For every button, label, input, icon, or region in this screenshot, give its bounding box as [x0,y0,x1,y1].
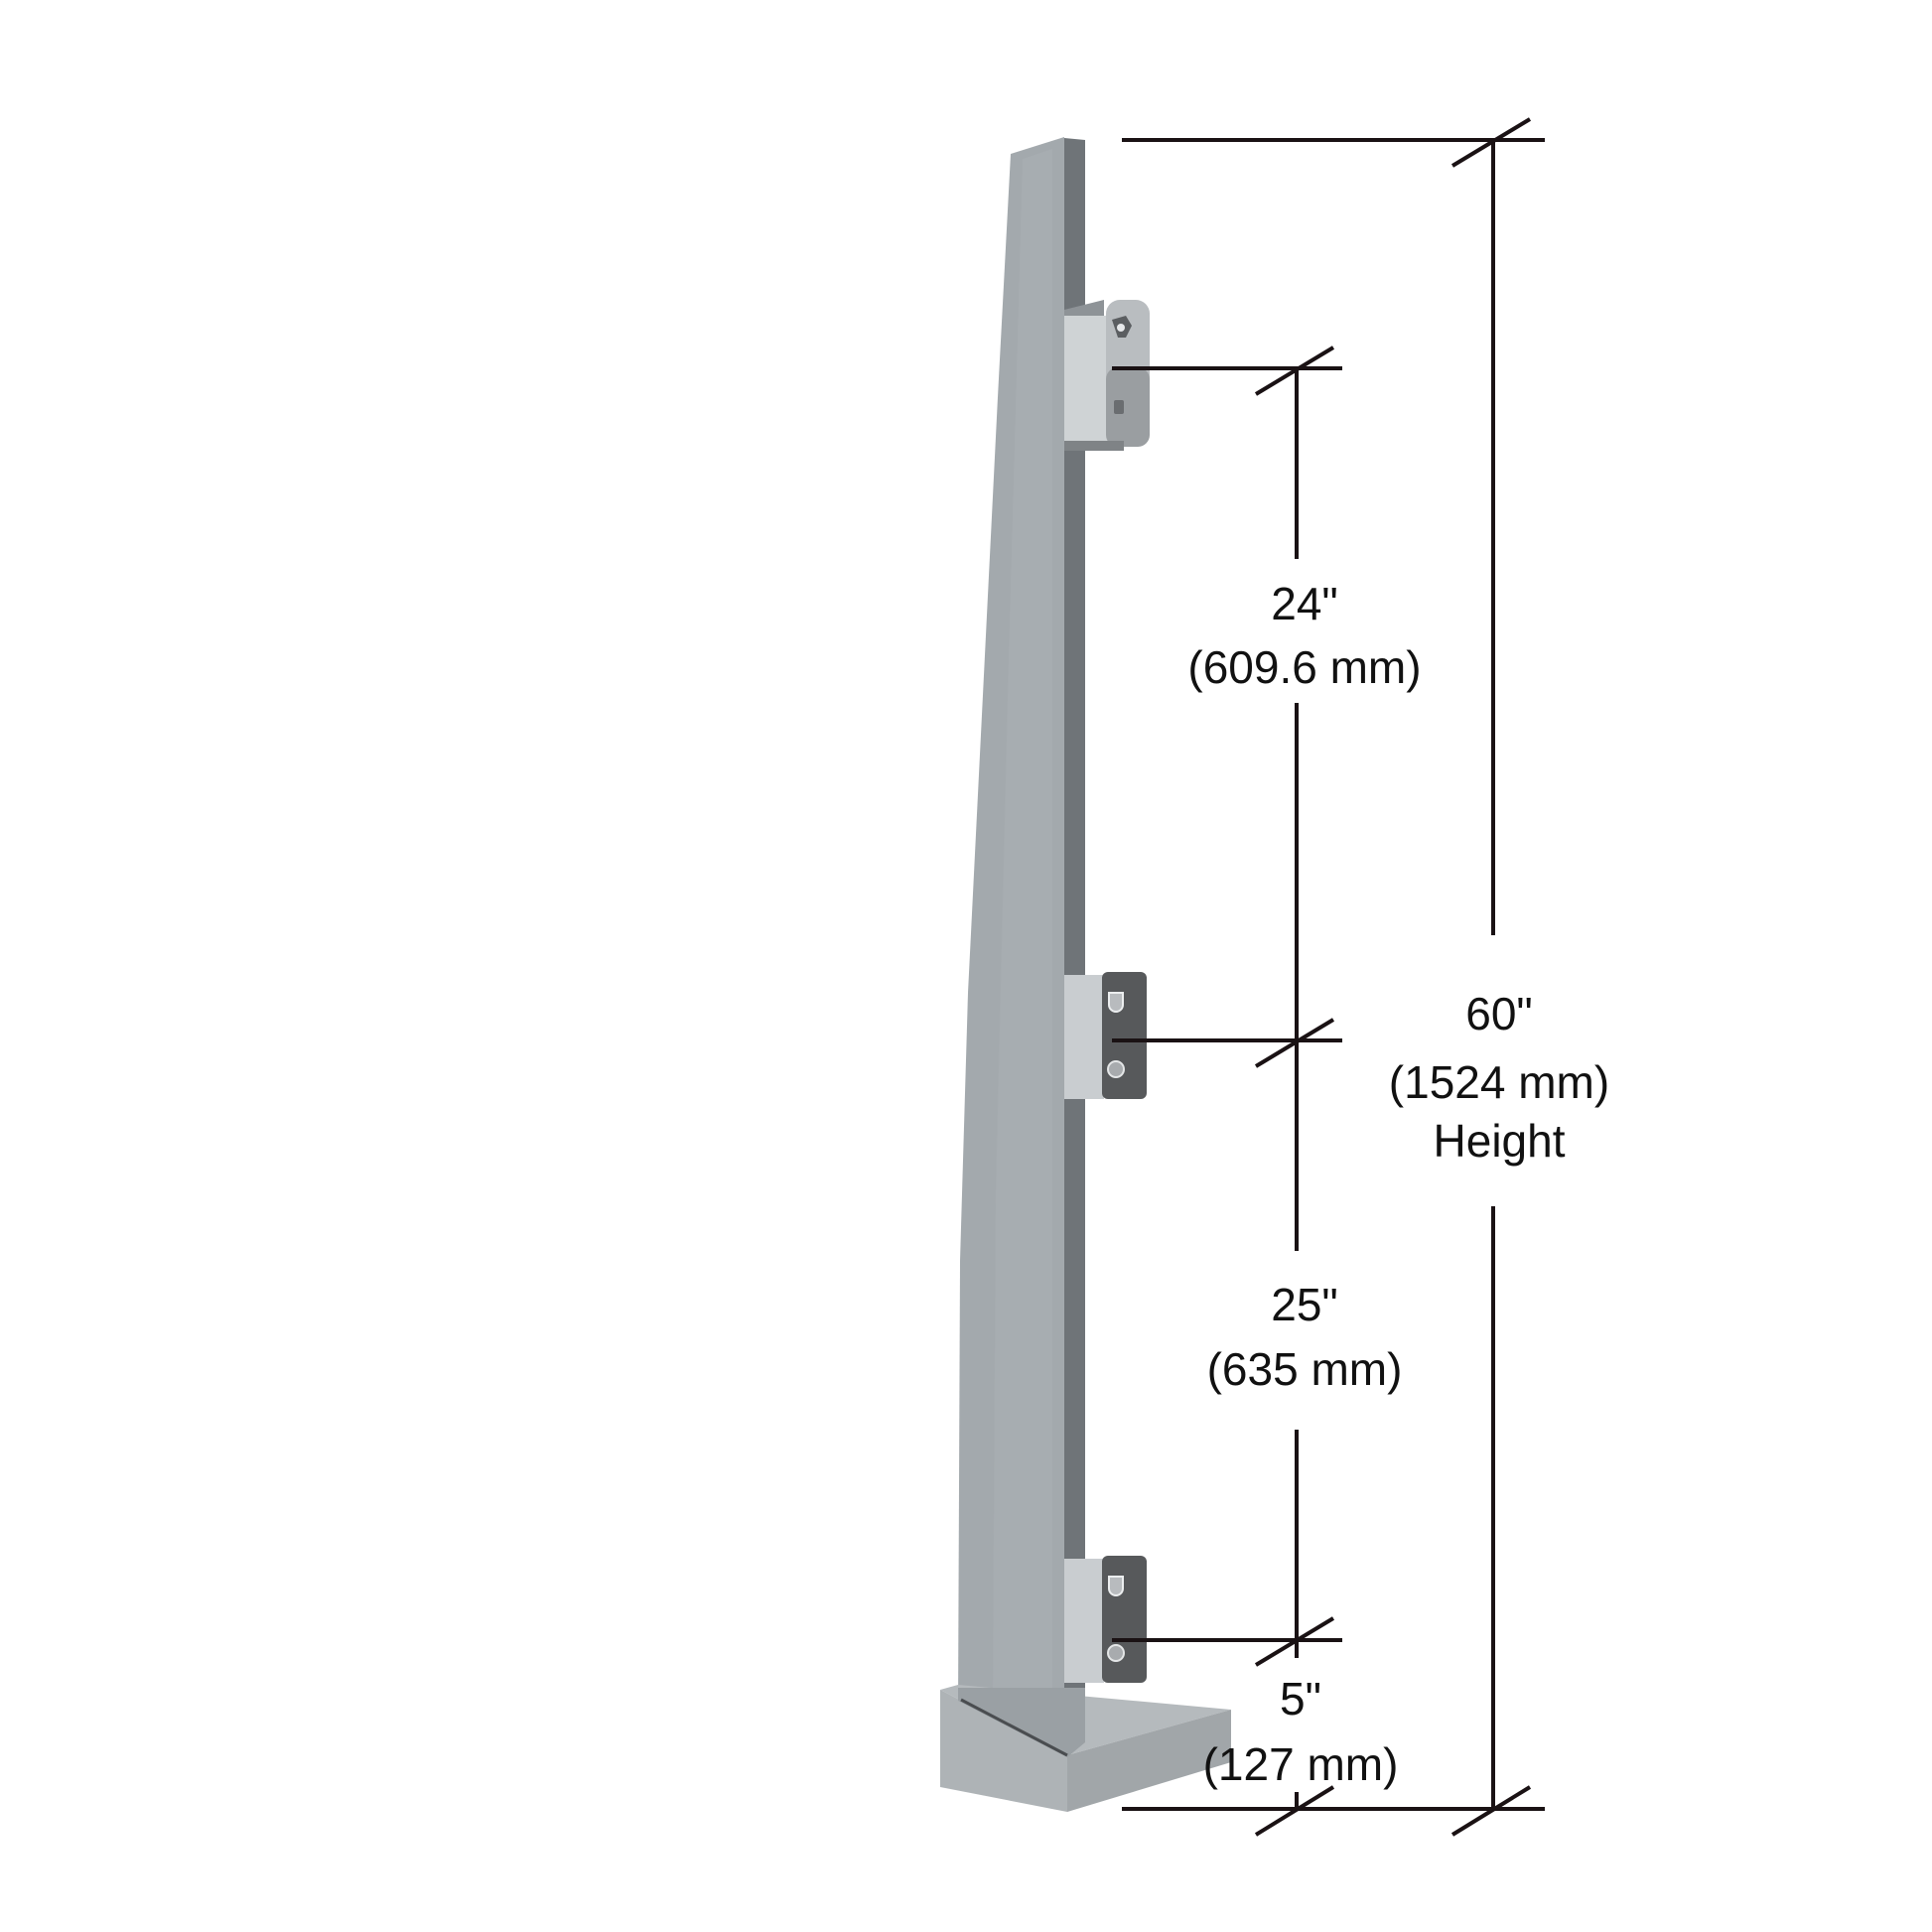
tick-mark-icon [1450,1785,1532,1837]
post-front-face [958,137,1064,1710]
screw-head-icon [1107,1060,1125,1078]
base-plate [940,1685,1231,1812]
top-bracket-side [1064,316,1108,443]
middle-spacing-imperial: 25" [1271,1279,1338,1330]
post-front-highlight [993,149,1052,1688]
overall-height-imperial: 60" [1465,988,1533,1039]
dimension-lines [1112,117,1545,1837]
overall-height-label: Height [1434,1115,1566,1167]
middle-spacing-metric: (635 mm) [1207,1343,1403,1395]
screw-hole-inner [1117,324,1125,332]
bottom-offset-metric: (127 mm) [1203,1738,1399,1790]
screw-slot-icon [1108,992,1124,1013]
middle-glass-clamp-bracket [1064,972,1147,1099]
top-spacing-metric: (609.6 mm) [1187,641,1421,693]
screw-hole-icon [1114,400,1124,414]
middle-bracket-face [1102,972,1147,1099]
tick-mark-icon [1254,345,1335,396]
base-plate-left-face [940,1690,1067,1812]
tick-mark-icon [1254,1018,1335,1068]
bottom-offset-imperial: 5" [1280,1673,1321,1725]
middle-bracket-side [1064,975,1104,1099]
screw-head-icon [1107,1644,1125,1662]
screw-slot-icon [1108,1576,1124,1596]
bottom-glass-clamp-bracket [1064,1556,1147,1683]
top-bracket-face-shade [1106,367,1150,447]
dimension-labels: 24" (609.6 mm) 25" (635 mm) 5" (127 mm) … [1187,578,1609,1790]
post-foot-shadow [960,1698,1068,1757]
tick-mark-icon [1450,117,1532,168]
base-plate-right-face [1067,1710,1231,1812]
tick-mark-icon [1254,1785,1335,1837]
bottom-bracket-face [1102,1556,1147,1683]
top-bracket-bottom-lip [1064,441,1124,451]
top-spacing-imperial: 24" [1271,578,1338,629]
overall-height-metric: (1524 mm) [1389,1056,1609,1108]
railing-post [958,137,1085,1710]
bottom-bracket-side [1064,1559,1104,1683]
top-glass-clamp-bracket [1064,300,1150,451]
post-foot [958,1688,1085,1757]
post-side-face [1064,138,1085,1710]
